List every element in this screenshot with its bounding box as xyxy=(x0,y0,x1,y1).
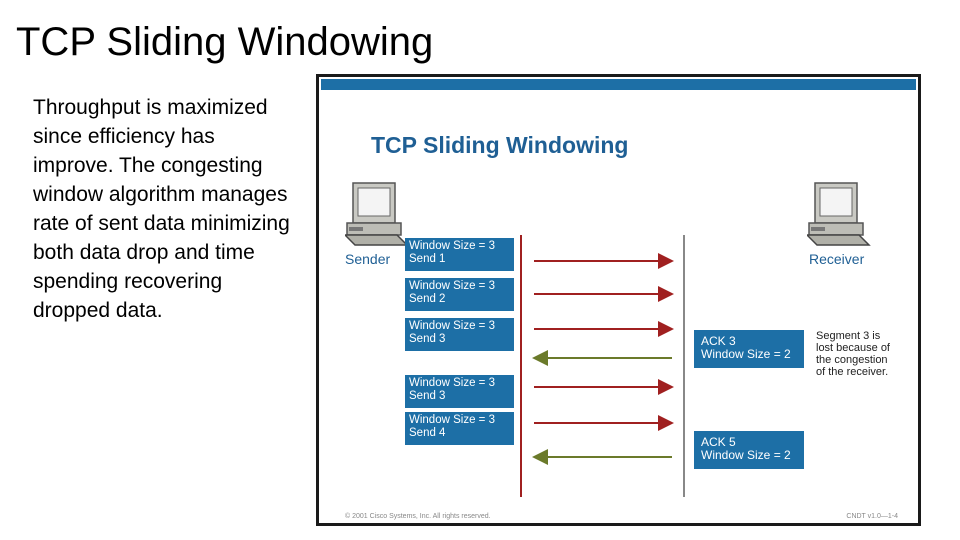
receiver-label: Receiver xyxy=(809,251,865,267)
segment-window-size: Window Size = 3 xyxy=(409,377,495,389)
diagram-image-frame: TCP Sliding Windowing Sender Receiver xyxy=(316,74,921,526)
segment-window-size: Window Size = 3 xyxy=(409,280,495,292)
segment-window-size: Window Size = 3 xyxy=(409,414,495,426)
segment-box: Window Size = 3 Send 1 xyxy=(405,238,514,271)
diagram-top-bar xyxy=(321,79,916,90)
ack-box: ACK 5 Window Size = 2 xyxy=(694,431,804,469)
ack-window-size: Window Size = 2 xyxy=(701,347,791,361)
segment-send: Send 1 xyxy=(409,253,446,265)
slide-bullet-text: Throughput is maximized since efficiency… xyxy=(33,96,290,322)
slide-title: TCP Sliding Windowing xyxy=(16,20,434,64)
segment-window-size: Window Size = 3 xyxy=(409,320,495,332)
segment-send: Send 3 xyxy=(409,333,446,345)
segment-box: Window Size = 3 Send 4 xyxy=(405,412,514,445)
ack-number: ACK 5 xyxy=(701,435,736,449)
footer-copyright: © 2001 Cisco Systems, Inc. All rights re… xyxy=(345,513,491,520)
segment-send: Send 3 xyxy=(409,390,446,402)
segment-box: Window Size = 3 Send 3 xyxy=(405,375,514,408)
segment-window-size: Window Size = 3 xyxy=(409,240,495,252)
segment-send: Send 4 xyxy=(409,427,446,439)
ack-window-size: Window Size = 2 xyxy=(701,448,791,462)
receiver-computer-icon xyxy=(807,182,871,246)
loss-note: Segment 3 is lost because of the congest… xyxy=(816,330,890,378)
segment-box: Window Size = 3 Send 3 xyxy=(405,318,514,351)
diagram-title: TCP Sliding Windowing xyxy=(371,132,629,158)
footer-course-code: CNDT v1.0—1-4 xyxy=(846,513,898,520)
sequence-lines xyxy=(520,235,685,497)
sender-label: Sender xyxy=(345,251,391,267)
sender-computer-icon xyxy=(345,182,409,246)
ack-number: ACK 3 xyxy=(701,334,736,348)
ack-box: ACK 3 Window Size = 2 xyxy=(694,330,804,368)
segment-send: Send 2 xyxy=(409,293,446,305)
segment-box: Window Size = 3 Send 2 xyxy=(405,278,514,311)
